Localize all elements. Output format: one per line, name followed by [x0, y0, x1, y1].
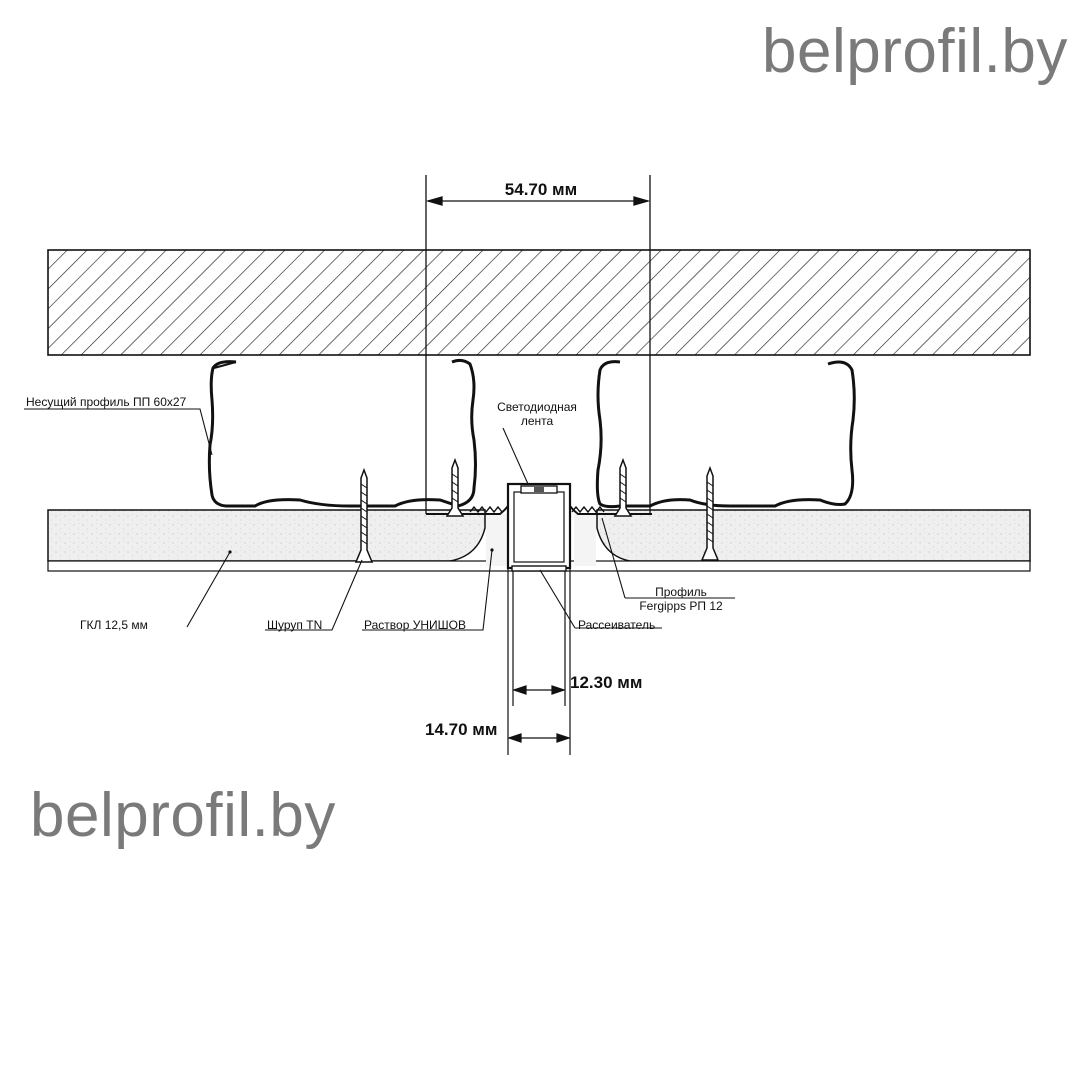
- carrier-profile-left-flange: [213, 361, 237, 369]
- joint-profile-serration-left: [469, 505, 503, 514]
- label-screw: Шуруп TN: [267, 618, 322, 632]
- mortar-joint-right: [574, 514, 596, 566]
- label-led-strip-line2: лента: [521, 414, 554, 428]
- leader-lines: [24, 408, 735, 631]
- label-diffuser: Рассеиватель: [578, 618, 655, 632]
- label-profile-line1: Профиль: [655, 585, 707, 599]
- mortar-joint: [486, 514, 508, 566]
- watermark-bottom: belprofil.by: [30, 781, 336, 850]
- screw-1: [354, 467, 374, 563]
- dimension-inner-value: 12.30 мм: [570, 673, 642, 692]
- led-channel: [506, 482, 572, 570]
- carrier-profile-right: [595, 360, 856, 509]
- dimension-bottom-lines: [507, 568, 571, 755]
- drywall-left: [47, 509, 486, 562]
- concrete-slab: [47, 249, 1031, 356]
- screw-2: [445, 457, 465, 517]
- joint-profile-serration-right: [571, 505, 605, 514]
- dimension-outer-value: 14.70 мм: [425, 720, 497, 739]
- screw-4: [700, 465, 720, 561]
- label-mortar: Раствор УНИШОВ: [364, 618, 466, 632]
- dimension-top: [425, 175, 651, 514]
- led-chip: [534, 487, 544, 492]
- label-drywall: ГКЛ 12,5 мм: [80, 618, 148, 632]
- screw-3: [613, 457, 633, 517]
- label-led-strip-line1: Светодиодная: [497, 400, 577, 414]
- label-carrier-profile: Несущий профиль ПП 60х27: [26, 395, 187, 409]
- label-profile-line2: Fergipps РП 12: [639, 599, 723, 613]
- carrier-profile-left: [207, 358, 477, 508]
- dimension-top-value: 54.70 мм: [505, 180, 577, 199]
- watermark-top: belprofil.by: [762, 17, 1068, 86]
- drywall-right: [596, 509, 1031, 562]
- diffuser: [511, 565, 567, 572]
